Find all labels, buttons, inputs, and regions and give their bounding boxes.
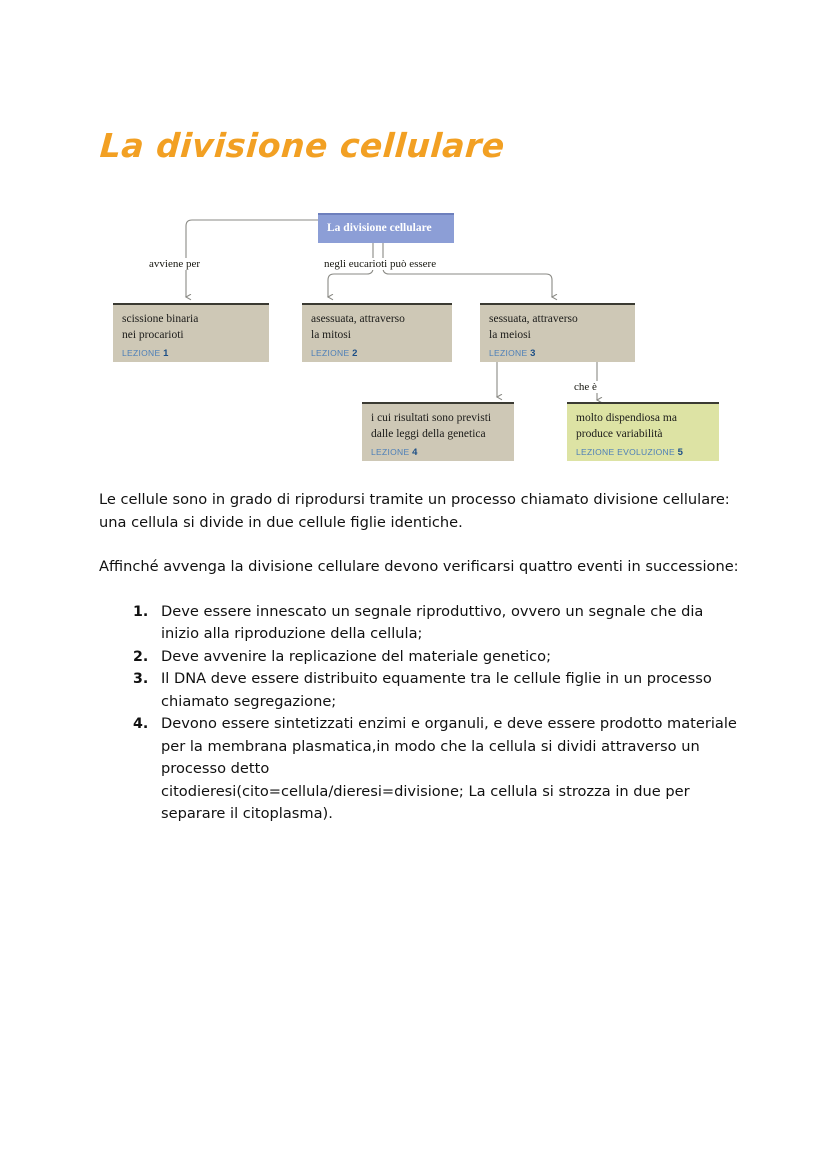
node-line-1: i cui risultati sono previsti: [371, 412, 492, 424]
diagram-node-asessuata-mitosi: asessuata, attraverso la mitosi LEZIONE …: [302, 303, 452, 362]
diagram-node-leggi-genetica: i cui risultati sono previsti dalle legg…: [362, 402, 514, 461]
list-item: Il DNA deve essere distribuito equamente…: [133, 668, 712, 710]
diagram-node-scissione-binaria: scissione binaria nei procarioti LEZIONE…: [113, 303, 269, 362]
lezione-number: 1: [163, 348, 169, 359]
node-lezione-badge: LEZIONE 1: [122, 346, 260, 362]
lezione-word: LEZIONE: [122, 348, 161, 358]
node-line-1: sessuata, attraverso: [489, 313, 578, 325]
diagram-node-root-label: La divisione cellulare: [327, 222, 432, 234]
paragraph-intro: Le cellule sono in grado di riprodursi t…: [99, 491, 730, 531]
edge-label-negli-eucarioti: negli eucarioti può essere: [320, 258, 441, 270]
edge-label-avviene-per: avviene per: [145, 258, 204, 270]
node-line-2: la mitosi: [311, 328, 351, 341]
node-lezione-badge: LEZIONE 2: [311, 346, 443, 362]
node-lezione-badge: LEZIONE 4: [371, 445, 505, 461]
lezione-number: 2: [352, 348, 358, 359]
node-line-1: asessuata, attraverso: [311, 313, 405, 325]
node-line-2: nei procarioti: [122, 328, 184, 341]
list-item: Devono essere sintetizzati enzimi e orga…: [133, 713, 737, 822]
lezione-number: 3: [530, 348, 536, 359]
node-line-2: produce variabilità: [576, 427, 663, 440]
edge-label-che-e: che è: [570, 381, 601, 393]
list-item: Deve avvenire la replicazione del materi…: [133, 646, 551, 668]
node-line-2: dalle leggi della genetica: [371, 427, 486, 440]
concept-diagram: La divisione cellulare avviene per negli…: [0, 0, 828, 480]
diagram-node-root: La divisione cellulare: [318, 213, 454, 243]
node-line-2: la meiosi: [489, 328, 531, 341]
lezione-word: LEZIONE: [489, 348, 528, 358]
lezione-word: LEZIONE: [371, 447, 410, 457]
steps-list: Deve essere innescato un segnale riprodu…: [99, 601, 739, 826]
node-line-1: scissione binaria: [122, 313, 199, 325]
lezione-number: 5: [677, 447, 684, 458]
diagram-connectors: [0, 219, 828, 480]
body-content: Le cellule sono in grado di riprodursi t…: [99, 489, 739, 826]
diagram-node-variabilita: molto dispendiosa ma produce variabilità…: [567, 402, 719, 461]
lezione-word: LEZIONE EVOLUZIONE: [576, 447, 675, 457]
node-line-1: molto dispendiosa ma: [576, 412, 677, 424]
lezione-number: 4: [412, 447, 418, 458]
paragraph-eventi: Affinché avvenga la divisione cellulare …: [99, 558, 739, 575]
node-lezione-badge: LEZIONE 3: [489, 346, 626, 362]
lezione-word: LEZIONE: [311, 348, 350, 358]
diagram-node-sessuata-meiosi: sessuata, attraverso la meiosi LEZIONE 3: [480, 303, 635, 362]
node-lezione-badge: LEZIONE EVOLUZIONE 5: [576, 445, 710, 461]
list-item: Deve essere innescato un segnale riprodu…: [133, 601, 704, 643]
